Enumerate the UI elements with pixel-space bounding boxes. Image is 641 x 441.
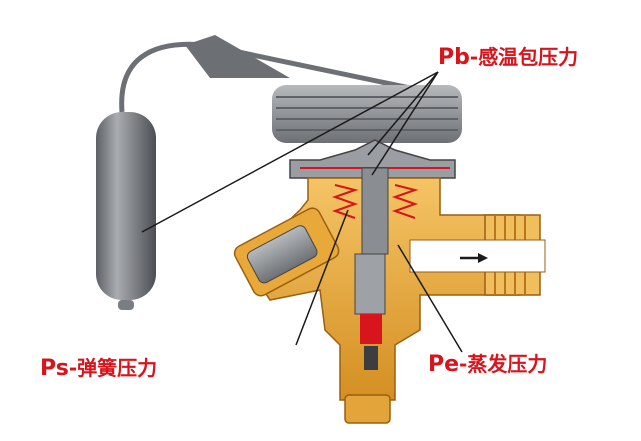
leader-pb-bulb [141,71,439,233]
label-ps-sep: - [68,356,78,380]
label-ps-text: 弹簧压力 [77,356,158,380]
leader-lines [141,71,463,353]
valve-stem [354,167,389,370]
leader-ps [295,209,349,346]
inlet-fitting [233,207,340,297]
label-pe-text: 蒸发压力 [467,352,548,376]
label-pe-symbol: Pe [428,352,460,377]
label-pb-sep: - [469,45,479,69]
sensing-bulb [96,112,156,310]
flow-arrow-icon [460,253,488,263]
leader-pe [397,244,463,353]
label-ps-symbol: Ps [40,356,69,381]
label-pb-text: 感温包压力 [478,45,579,69]
label-pb: Pb-感温包压力 [438,45,578,70]
diaphragm-cap [272,85,462,143]
leader-pb-mid [371,71,439,176]
label-pe-sep: - [459,352,468,376]
leader-pb-cap [367,71,439,156]
label-pe: Pe-蒸发压力 [428,352,547,377]
label-pb-symbol: Pb [438,45,470,70]
label-ps: Ps-弹簧压力 [40,356,157,381]
spring [331,184,419,219]
valve-body [244,177,546,424]
capillary-clamp [185,35,290,78]
